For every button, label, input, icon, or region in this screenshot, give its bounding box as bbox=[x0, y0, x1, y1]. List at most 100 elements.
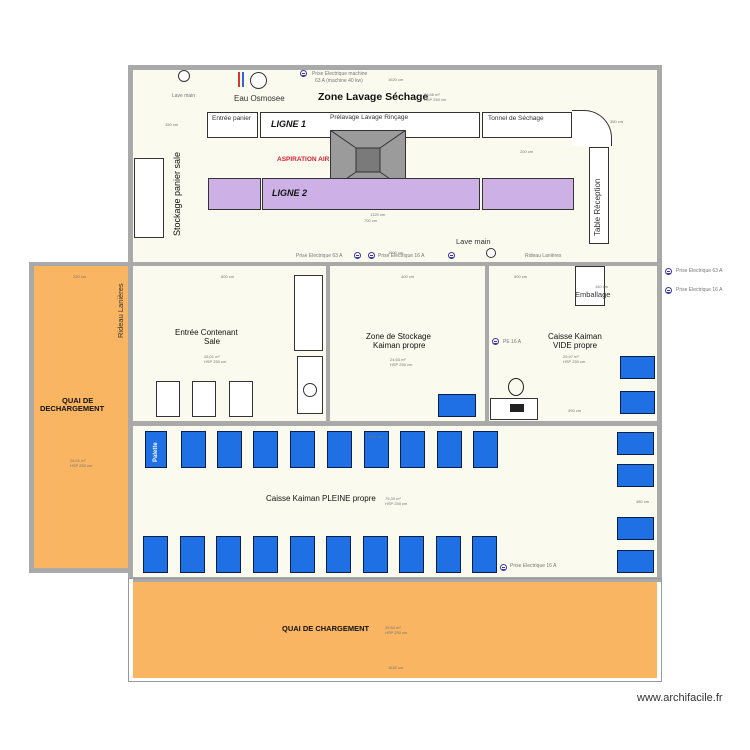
pleine-crate bbox=[436, 536, 461, 573]
lave-main-icon bbox=[486, 248, 496, 258]
quai-chargement-hsp: HSP 250 cm bbox=[385, 630, 408, 635]
rideau-top-label: Rideau Lanières bbox=[525, 253, 562, 259]
stockage-panier-box bbox=[134, 158, 164, 238]
stockage-area: 24,63 m² bbox=[390, 357, 406, 362]
zone-lavage-area: 98,66 m² bbox=[424, 92, 440, 97]
tunnel-box bbox=[482, 112, 572, 138]
vide-area: 25,97 m² bbox=[563, 354, 579, 359]
dim-label: 200 cm bbox=[520, 149, 534, 154]
ligne1-label: LIGNE 1 bbox=[271, 119, 307, 129]
vide-title-2: VIDE propre bbox=[553, 341, 598, 350]
entree-hsp: HSP 250 cm bbox=[204, 359, 227, 364]
ligne2-box bbox=[262, 178, 480, 210]
wall-lower-horizontal bbox=[133, 421, 662, 426]
quai-dechargement-area: 26,01 m² bbox=[70, 458, 86, 463]
vide-crate bbox=[620, 356, 655, 379]
entree-area: 28,01 m² bbox=[204, 354, 220, 359]
entree-rack bbox=[294, 275, 323, 351]
stockage-panier-label: Stockage panier sale bbox=[172, 151, 182, 236]
prise-16-right-label: Prise Electrique 16 A bbox=[676, 287, 723, 293]
wall-quai-left bbox=[29, 262, 34, 573]
pleine-crate bbox=[326, 536, 351, 573]
entree-title-1: Entrée Contenant bbox=[175, 328, 238, 337]
dim-label: 150 cm bbox=[165, 122, 179, 127]
quai-chargement-title: QUAI DE CHARGEMENT bbox=[282, 624, 370, 633]
pleine-crate bbox=[290, 431, 315, 468]
ligne2-right-block bbox=[482, 178, 574, 210]
prise-machine-label-1: Prise Electrique machine bbox=[312, 71, 368, 77]
pleine-hsp: HSP 250 cm bbox=[385, 501, 408, 506]
pleine-crate bbox=[364, 431, 389, 468]
pleine-crate bbox=[617, 517, 654, 540]
wall-mid-horizontal bbox=[29, 262, 662, 266]
hot-water-pipe-icon bbox=[238, 72, 240, 87]
lave-main-top-label: Lave main bbox=[172, 93, 196, 99]
table-reception-label: Table Réception bbox=[593, 178, 602, 236]
dim-label: 390 cm bbox=[568, 408, 582, 413]
prise-63-mid-label: Prise Electrique 63 A bbox=[296, 253, 343, 259]
dim-label: 1500 cm bbox=[367, 434, 383, 439]
pleine-crate bbox=[216, 536, 241, 573]
wall-right bbox=[657, 65, 662, 582]
dim-label: 230 cm bbox=[73, 274, 87, 279]
pleine-crate bbox=[473, 431, 498, 468]
prelavage-label: Prélavage Lavage Rinçage bbox=[330, 114, 409, 121]
wall-quai-bottom bbox=[29, 568, 133, 573]
wall-top bbox=[128, 65, 662, 70]
pleine-crate bbox=[253, 536, 278, 573]
entree-title-2: Sale bbox=[204, 337, 221, 346]
watermark: www.archifacile.fr bbox=[637, 692, 723, 704]
pleine-crate bbox=[400, 431, 425, 468]
stockage-title-2: Kaiman propre bbox=[373, 341, 426, 350]
dim-label: 1632 cm bbox=[388, 665, 404, 670]
pleine-crate bbox=[399, 536, 424, 573]
sink-icon bbox=[178, 70, 190, 82]
scale-icon bbox=[510, 404, 524, 412]
ligne2-left-block bbox=[208, 178, 261, 210]
stockage-title-1: Zone de Stockage bbox=[366, 332, 431, 341]
power-socket-icon bbox=[300, 70, 307, 77]
pleine-crate bbox=[472, 536, 497, 573]
zone-lavage-hsp: HSP 250 cm bbox=[424, 97, 447, 102]
pleine-crate bbox=[617, 432, 654, 455]
pleine-crate bbox=[617, 550, 654, 573]
dim-label: 1600 cm bbox=[388, 250, 404, 255]
ligne2-label: LIGNE 2 bbox=[272, 188, 308, 198]
pleine-area: 79,39 m² bbox=[385, 496, 401, 501]
quai-chargement-floor bbox=[133, 582, 657, 678]
power-socket-icon bbox=[448, 252, 455, 259]
quai-chargement-outline bbox=[128, 578, 662, 682]
quai-chargement-area: 49,54 m² bbox=[385, 625, 401, 630]
operator-icon bbox=[508, 378, 524, 396]
pleine-crate bbox=[217, 431, 242, 468]
pleine-crate bbox=[143, 536, 168, 573]
quai-dechargement-title-1: QUAI DE bbox=[62, 396, 94, 405]
pleine-crate bbox=[290, 536, 315, 573]
prise-63-right-label: Prise Electrique 63 A bbox=[676, 268, 723, 274]
water-tank-icon bbox=[250, 72, 267, 89]
entree-bin bbox=[229, 381, 253, 417]
pleine-crate bbox=[253, 431, 278, 468]
pleine-crate bbox=[617, 464, 654, 487]
emballage-label: Emballage bbox=[575, 290, 611, 299]
quai-dechargement-floor bbox=[34, 266, 128, 568]
sink-basin-icon bbox=[303, 383, 317, 397]
dim-label: 160 cm bbox=[595, 284, 609, 289]
power-socket-icon bbox=[500, 564, 507, 571]
entree-bin bbox=[192, 381, 216, 417]
dim-label: 480 cm bbox=[636, 499, 650, 504]
power-socket-icon bbox=[492, 338, 499, 345]
pleine-title: Caisse Kaiman PLEINE propre bbox=[266, 494, 376, 503]
palette-crate bbox=[145, 431, 167, 468]
power-socket-icon bbox=[368, 252, 375, 259]
wall-stockage-vide bbox=[485, 266, 489, 421]
entree-bin bbox=[156, 381, 180, 417]
dim-label: 500 cm bbox=[514, 274, 528, 279]
wall-entree-stockage bbox=[326, 266, 330, 421]
vide-title-1: Caisse Kaiman bbox=[548, 332, 602, 341]
quai-dechargement-hsp: HSP 250 cm bbox=[70, 463, 93, 468]
aspiration-label: ASPIRATION AIR bbox=[277, 156, 330, 163]
eau-osmosee-label: Eau Osmosee bbox=[234, 94, 285, 103]
power-socket-icon bbox=[665, 268, 672, 275]
aspiration-hood-lines bbox=[330, 130, 406, 190]
